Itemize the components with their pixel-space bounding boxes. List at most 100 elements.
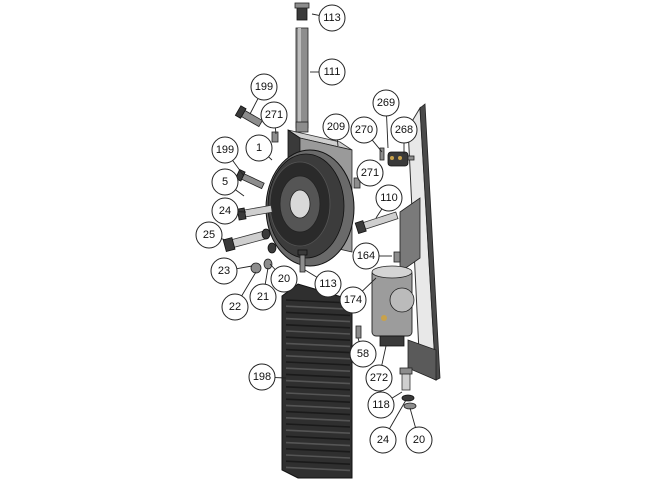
bellows-pleat [285, 423, 351, 428]
bellows-pleat [285, 373, 351, 379]
bellows-pleat [285, 324, 351, 329]
part-number-text: 118 [372, 399, 390, 411]
callout-bubble [349, 340, 377, 368]
part-number-text: 111 [324, 66, 341, 78]
part-callout-l58: 58 [349, 340, 377, 368]
bellows-pleat [285, 336, 351, 341]
callout-bubble [314, 270, 342, 298]
part-callout-l25: 25 [195, 221, 223, 249]
callout-bubble [318, 58, 346, 86]
part-number-text: 199 [255, 81, 273, 93]
callout-bubble [350, 116, 378, 144]
bellows-pleat [285, 311, 351, 317]
callout-bubble [270, 265, 298, 293]
leader-line-l270 [371, 139, 383, 153]
leader-line-l5 [235, 189, 245, 197]
callout-bubble [248, 363, 276, 391]
part-callout-l268: 268 [390, 116, 418, 144]
leader-line-l22 [241, 271, 257, 297]
leader-line-l25 [221, 238, 227, 241]
part-callout-l111: 111 [318, 58, 346, 86]
part-number-text: 198 [253, 371, 271, 383]
part-number-text: 271 [361, 167, 379, 179]
bellows-pleat [285, 361, 351, 366]
part-callout-l174: 174 [339, 286, 367, 314]
leader-line-l199b [232, 160, 245, 177]
bellows-pleat [285, 355, 351, 360]
callout-bubble [405, 426, 433, 454]
bellows-pleat [285, 367, 351, 372]
leader-line-l23 [236, 265, 253, 270]
part-callout-l5: 5 [211, 168, 239, 196]
machine-column-outline [407, 103, 441, 381]
part-number-text: 199 [216, 144, 234, 156]
leader-line-l21 [264, 267, 269, 285]
bolt-part-113-lower [297, 249, 308, 273]
part-callout-l110: 110 [375, 184, 403, 212]
leader-line-l272 [381, 345, 387, 366]
bellows-pleat [285, 299, 351, 304]
bolt-part-58 [355, 325, 362, 339]
leadscrew-part [294, 2, 310, 129]
part-callout-l21: 21 [249, 283, 277, 311]
bellows-pleat [285, 441, 351, 447]
bellows-pleat [285, 342, 351, 348]
part-number-text: 5 [222, 176, 228, 188]
bellows-pleat [285, 410, 351, 416]
part-callout-l198: 198 [248, 363, 276, 391]
part-number-text: 270 [355, 124, 373, 136]
leader-line-l110 [375, 208, 383, 219]
callout-bubble [365, 364, 393, 392]
part-callout-l164: 164 [352, 242, 380, 270]
callout-bubble [369, 426, 397, 454]
bellows-pleat [285, 317, 351, 323]
part-callout-l1: 1 [245, 134, 273, 162]
bellows-pleat [285, 392, 351, 397]
bellows-pleat [285, 404, 351, 410]
bellows-pleat [285, 417, 351, 422]
part-number-text: 21 [257, 291, 269, 303]
part-number-text: 268 [395, 124, 413, 136]
bellows-pleat [285, 429, 351, 434]
bellows-pleat [285, 330, 351, 335]
bellows-pleat [285, 460, 351, 465]
screw-part-110 [354, 211, 399, 235]
callout-bubble [352, 242, 380, 270]
callout-bubble [322, 113, 350, 141]
leader-line-l174 [362, 277, 377, 292]
leader-line-l118 [391, 391, 403, 399]
part-number-text: 22 [229, 301, 241, 313]
callout-bubble [221, 293, 249, 321]
bellows-pleat [285, 348, 351, 354]
leader-line-l269 [386, 115, 389, 149]
part-callout-l272: 272 [365, 364, 393, 392]
part-callout-l24a: 24 [211, 197, 239, 225]
bellows-pleat [285, 435, 351, 441]
part-number-text: 24 [377, 434, 389, 446]
callout-bubble [211, 136, 239, 164]
part-number-text: 209 [327, 121, 345, 133]
part-number-text: 20 [413, 434, 425, 446]
bellows-pleat [285, 398, 351, 403]
part-number-text: 58 [357, 348, 369, 360]
leader-line-l271a [274, 127, 277, 135]
callout-bubble [245, 134, 273, 162]
part-callout-l24b: 24 [369, 426, 397, 454]
part-callout-l113a: 113 [318, 4, 346, 32]
cover-plate-part [265, 149, 355, 267]
part-callout-l209: 209 [322, 113, 350, 141]
motor-part-174 [371, 265, 415, 347]
part-number-text: 174 [344, 294, 362, 306]
part-callout-l22: 22 [221, 293, 249, 321]
bellows-cover-part [281, 283, 353, 479]
fittings-group [271, 131, 415, 189]
callout-bubble [195, 221, 223, 249]
callout-bubble [211, 197, 239, 225]
part-callout-l269: 269 [372, 89, 400, 117]
part-number-text: 271 [265, 109, 283, 121]
bolts-left-group [222, 105, 277, 274]
leader-line-l20a [269, 263, 276, 270]
bellows-pleat [285, 379, 351, 385]
part-callout-l20a: 20 [270, 265, 298, 293]
callout-bubble [249, 283, 277, 311]
